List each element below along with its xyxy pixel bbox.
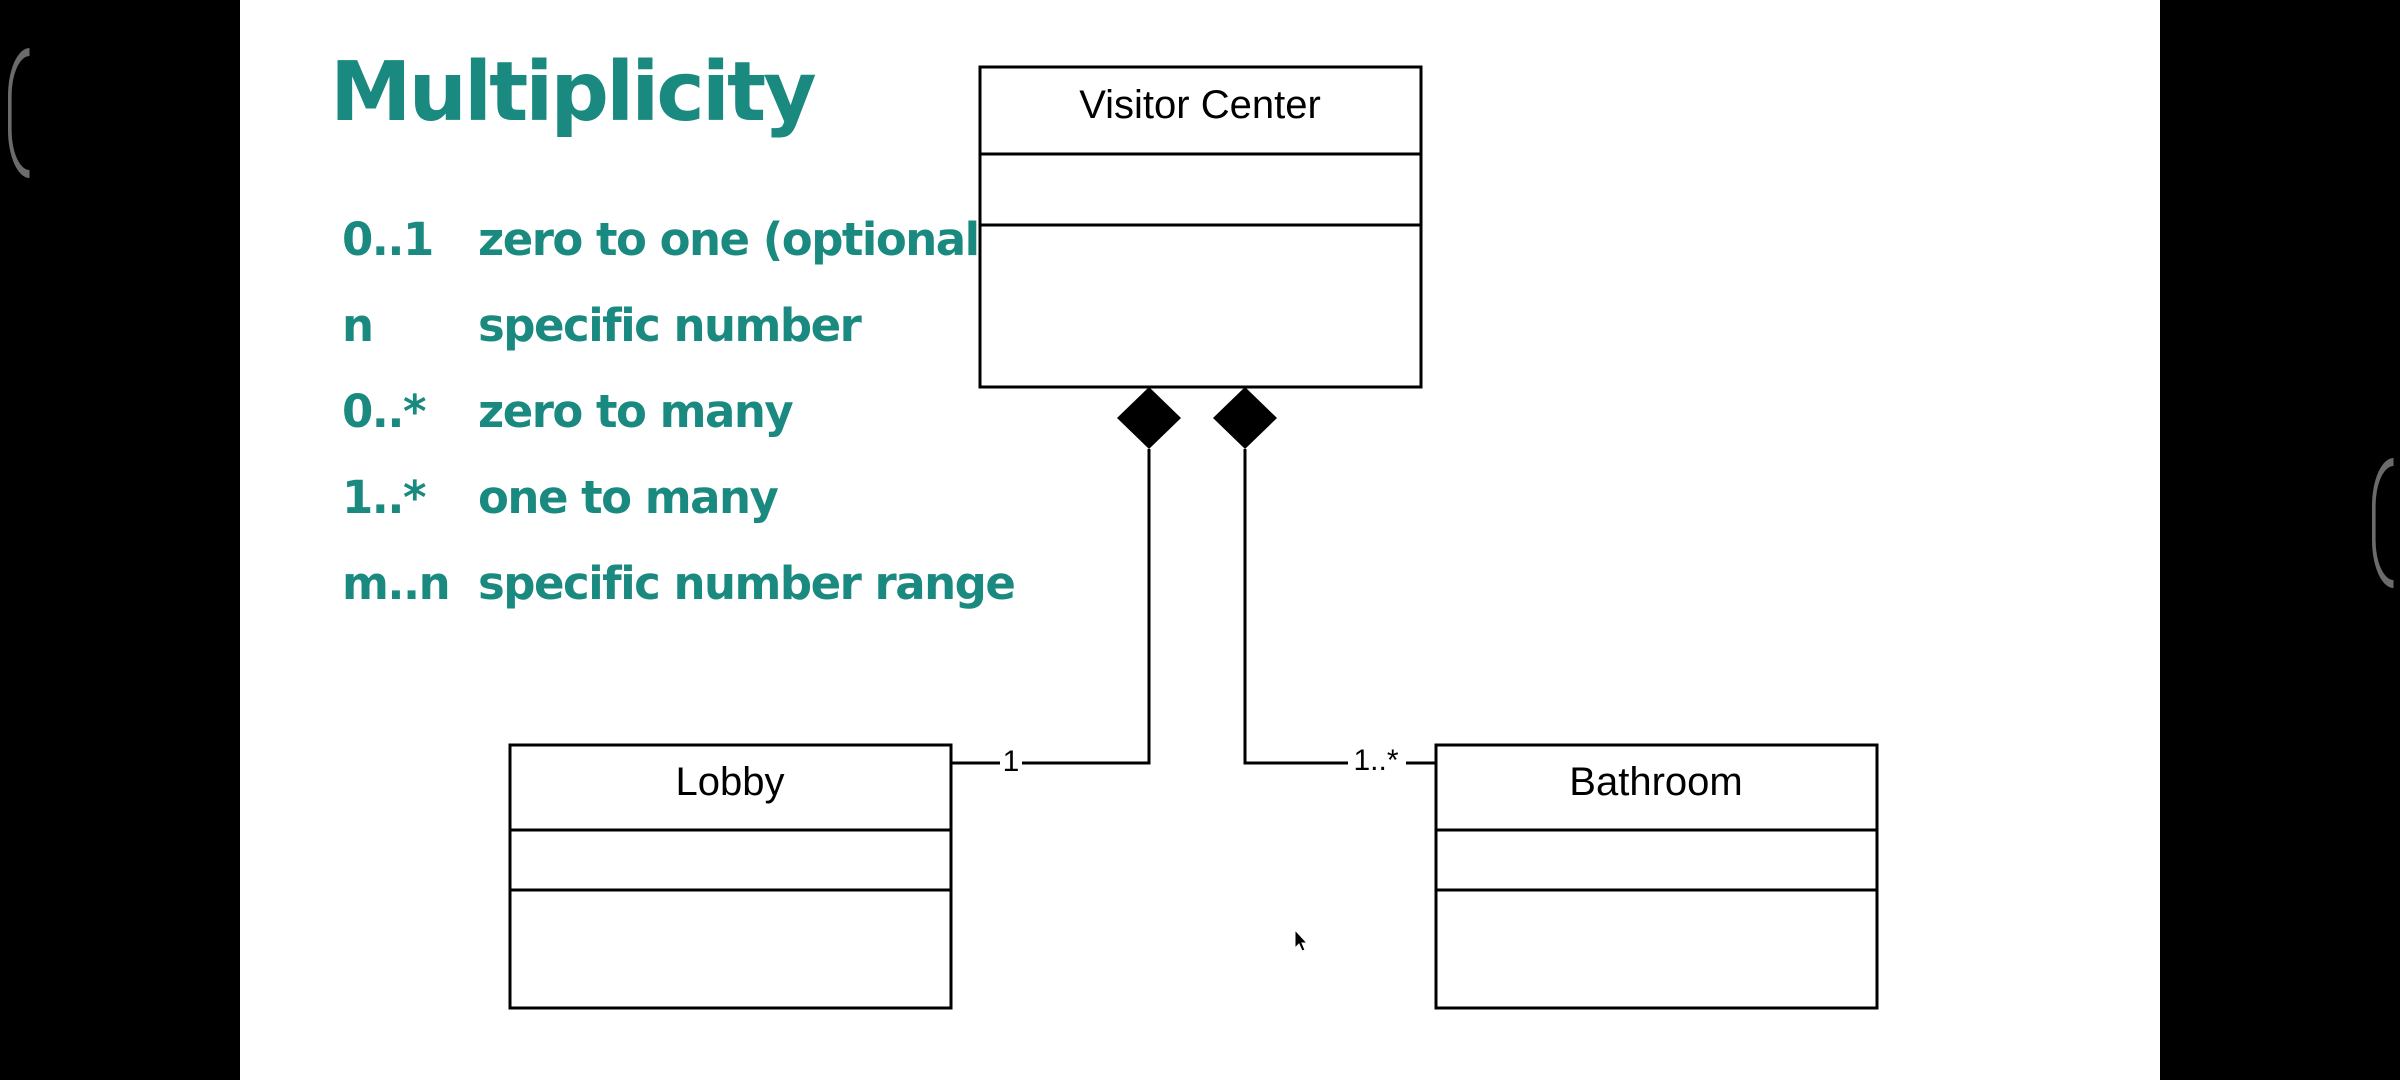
class-lobby: Lobby xyxy=(508,743,953,1010)
legend-meaning: zero to one (optional) xyxy=(478,213,999,266)
slide: Multiplicity 0..1 zero to one (optional)… xyxy=(240,0,2160,1080)
legend-meaning: specific number xyxy=(478,299,862,352)
multiplicity-label: 1..* xyxy=(1353,744,1398,777)
class-name: Bathroom xyxy=(1569,760,1742,804)
label-backdrop xyxy=(1348,746,1406,776)
legend-symbol: m..n xyxy=(342,557,451,610)
composition-diamond-icon xyxy=(1117,387,1181,449)
label-backdrop xyxy=(1000,746,1022,776)
legend-symbol: 1..* xyxy=(342,471,427,524)
class-box xyxy=(1434,743,1879,1010)
class-bathroom: Bathroom xyxy=(1434,743,1879,1010)
composition-diamond-icon xyxy=(1213,387,1277,449)
slide-title: Multiplicity xyxy=(330,45,817,140)
right-edge-bracket-icon xyxy=(2372,458,2394,588)
mouse-cursor-icon xyxy=(1294,928,1309,952)
left-edge-bracket-icon xyxy=(8,48,30,178)
legend-symbol: 0..1 xyxy=(342,213,434,266)
legend-meaning: specific number range xyxy=(478,557,1016,610)
legend-symbol: n xyxy=(342,299,374,352)
class-visitor-center: Visitor Center xyxy=(978,65,1423,389)
legend-symbol: 0..* xyxy=(342,385,427,438)
class-name: Visitor Center xyxy=(1079,83,1321,127)
association-line xyxy=(951,449,1151,765)
uml-class-diagram: Visitor Center Lobby Bathroom xyxy=(508,65,1879,1010)
legend-meaning: zero to many xyxy=(478,385,794,438)
association-line xyxy=(1243,449,1436,765)
class-name: Lobby xyxy=(676,760,785,804)
class-box xyxy=(978,65,1423,389)
multiplicity-label: 1 xyxy=(1003,745,1020,778)
class-box xyxy=(508,743,953,1010)
composition-bathroom: 1..* xyxy=(1213,387,1436,777)
legend-meaning: one to many xyxy=(478,471,779,524)
composition-lobby: 1 xyxy=(951,387,1181,778)
